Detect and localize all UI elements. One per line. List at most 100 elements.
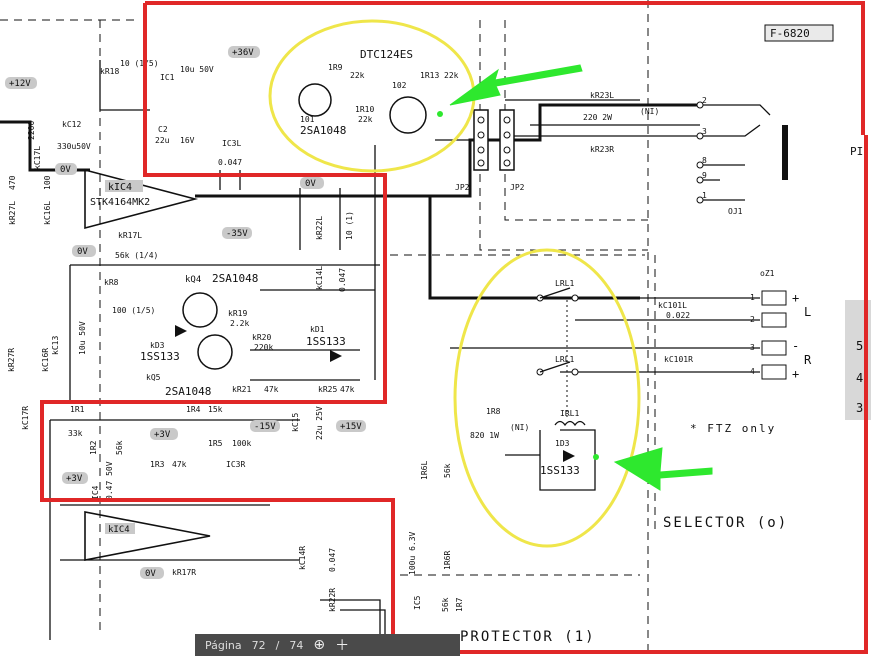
q4-label: kQ4 — [185, 275, 201, 285]
r22r-label: kR22R — [328, 588, 337, 612]
diode-1d3 — [563, 450, 575, 462]
sign-l: L — [804, 305, 811, 319]
edge-num-3: 3 — [856, 401, 863, 415]
page-current[interactable]: 72 — [251, 638, 266, 652]
c12-value: 330u50V — [57, 142, 91, 151]
oj1-pin-2: 2 — [702, 96, 707, 105]
r23l-ni: (NI) — [640, 107, 659, 116]
r20-value: 220k — [254, 343, 273, 352]
oj1-pin-3: 3 — [702, 127, 707, 136]
oj1-pin-1: 1 — [702, 191, 707, 200]
sign-minus: - — [792, 339, 799, 353]
r9-value: 22k — [350, 71, 365, 80]
tag-0v-a: 0V — [60, 165, 71, 175]
r1-value: 33k — [68, 429, 83, 438]
r23r-label: kR23R — [590, 145, 614, 154]
c1-label: IC1 — [160, 73, 175, 82]
diode-d1 — [330, 350, 342, 362]
c17r-label: kC17R — [21, 406, 30, 430]
q101-label: 101 — [300, 115, 315, 124]
transistor-102 — [389, 96, 427, 134]
edge-num-5: 5 — [856, 339, 863, 353]
sign-plus-1: + — [792, 291, 799, 305]
r10-value: 22k — [358, 115, 373, 124]
out-3: 3 — [750, 343, 755, 352]
r8b-ni: (NI) — [510, 423, 529, 432]
diodes — [175, 325, 575, 462]
plus-icon[interactable]: ＋ — [335, 638, 350, 654]
oj1-label: OJ1 — [728, 207, 743, 216]
q5-part: 2SA1048 — [165, 385, 211, 398]
out-1: 1 — [750, 293, 755, 302]
c14l-value: 0.047 — [338, 268, 347, 292]
d1-label: kD1 — [310, 325, 325, 334]
page-sep: / — [275, 638, 280, 652]
tag-36v: +36V — [232, 48, 254, 58]
arrow-top — [449, 64, 583, 106]
ic4-top-tag — [105, 180, 143, 192]
relay-contacts — [536, 287, 586, 427]
voltage-tags: +36V +12V 0V 0V 0V 0V -35V +3V -15V +15V… — [5, 46, 366, 579]
r10-label: 1R10 — [355, 105, 374, 114]
c17l-value: 2200 — [27, 121, 36, 140]
r13-value: 22k — [444, 71, 459, 80]
red-frame-top — [145, 1, 865, 135]
c15-value: 22u 25V — [315, 406, 324, 440]
r13-label: 1R13 — [420, 71, 439, 80]
c2-value: 22u — [155, 136, 170, 145]
ring-relay-circuit — [453, 248, 641, 548]
r8-value: 100 (1/5) — [112, 306, 155, 315]
c2-volt: 16V — [180, 136, 195, 145]
diode-d3 — [175, 325, 187, 337]
r17l-label: kR17L — [118, 231, 142, 240]
zoom-in-icon[interactable]: ⊕ — [313, 637, 326, 653]
signal-wires — [0, 60, 760, 645]
q102-label: 102 — [392, 81, 407, 90]
r9-label: 1R9 — [328, 63, 343, 72]
r8b-value: 820 1W — [470, 431, 499, 440]
c15-label: kC15 — [291, 413, 300, 432]
ftz-note: * FTZ only — [690, 422, 776, 435]
tag-3v: +3V — [154, 430, 171, 440]
r22l-value: 10 (1) — [345, 211, 354, 240]
c12-label: kC12 — [62, 120, 81, 129]
tag-m35v: -35V — [226, 229, 248, 239]
r25-label: kR25 — [318, 385, 337, 394]
r6l-label: 1R6L — [420, 461, 429, 480]
r5-value: 100k — [232, 439, 251, 448]
block-titles: F-6820 PI * FTZ only SELECTOR (o) PROTEC… — [460, 24, 871, 645]
jp2-left — [473, 109, 489, 171]
q5-label: kQ5 — [146, 373, 161, 382]
c5-value: 100u 6.3V — [408, 531, 417, 575]
r18-label: kR18 — [100, 67, 119, 76]
r3-value: 47k — [172, 460, 187, 469]
ring-transistor-pair — [268, 19, 476, 173]
selector-title: SELECTOR (o) — [663, 515, 788, 531]
model-code: F-6820 — [770, 27, 810, 40]
transistors — [182, 83, 427, 370]
pdf-page-toolbar: Página 72 / 74 ⊕ ＋ — [195, 634, 460, 656]
r2-value: 56k — [115, 440, 124, 455]
ic4-bottom-label: kIC4 — [108, 525, 130, 535]
c16r-label: kC16R — [41, 348, 50, 372]
r7-label: 1R7 — [455, 597, 464, 612]
c14l-label: kC14L — [315, 266, 324, 290]
r1-label: 1R1 — [70, 405, 85, 414]
r23l-label: kR23L — [590, 91, 614, 100]
r2-label: 1R2 — [89, 440, 98, 455]
c13-label: kC13 — [51, 336, 60, 355]
lrl1b-label: LRL1 — [555, 355, 574, 364]
c16l-label: kC16L — [43, 201, 52, 225]
jp2-left-label: JP2 — [455, 183, 470, 192]
dtc-label: DTC124ES — [360, 48, 413, 61]
tag-p15v: +15V — [340, 422, 362, 432]
c13-value: 10u 50V — [78, 321, 87, 355]
r23l-value: 220 2W — [583, 113, 612, 122]
sign-r: R — [804, 353, 812, 367]
d03-part: 1SS133 — [540, 464, 580, 477]
r18-value: 10 (1/5) — [120, 59, 159, 68]
jp2-connectors — [473, 109, 515, 171]
sa-top-label: 2SA1048 — [300, 124, 346, 137]
r27r-label: kR27R — [7, 348, 16, 372]
